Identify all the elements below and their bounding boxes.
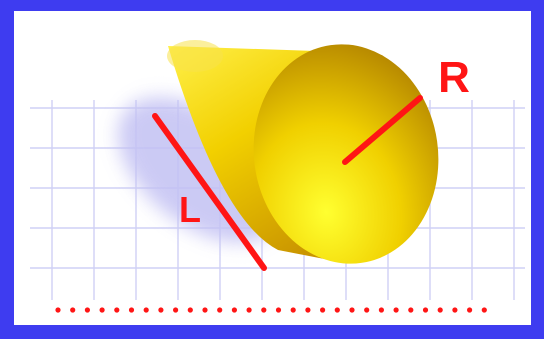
baseline-dot [128, 307, 135, 313]
baseline-dot [437, 307, 443, 313]
baseline-dots [55, 307, 487, 313]
cylinder-body-highlight [167, 40, 223, 72]
baseline-dot [393, 307, 399, 313]
baseline-dot [467, 307, 473, 313]
length-line [152, 113, 267, 271]
baseline-dot [481, 307, 487, 313]
baseline-dot [99, 307, 105, 313]
baseline-dot [84, 307, 90, 313]
length-label: L [179, 189, 201, 230]
radius-label: R [438, 53, 470, 102]
baseline-dot [261, 307, 267, 313]
baseline-dot [217, 307, 223, 313]
radius-line [342, 95, 423, 165]
baseline-dot [349, 307, 355, 313]
baseline-dot [173, 307, 179, 313]
baseline-dot [114, 307, 120, 313]
baseline-dot [452, 307, 458, 313]
baseline-dot [275, 307, 282, 313]
baseline-dot [246, 307, 252, 313]
baseline-dot [70, 307, 76, 313]
baseline-dot [364, 307, 370, 313]
baseline-dot [305, 307, 311, 313]
baseline-dot [334, 307, 340, 313]
baseline-dot [408, 307, 414, 313]
baseline-dot [231, 307, 237, 313]
baseline-dot [378, 307, 384, 313]
baseline-dot [202, 307, 208, 313]
baseline-dot [422, 307, 429, 313]
baseline-dot [187, 307, 193, 313]
baseline-dot [55, 307, 61, 313]
cylinder-front-face [253, 44, 439, 264]
baseline-dot [143, 307, 149, 313]
baseline-dot [290, 307, 296, 313]
baseline-dot [320, 307, 326, 313]
baseline-dot [158, 307, 164, 313]
